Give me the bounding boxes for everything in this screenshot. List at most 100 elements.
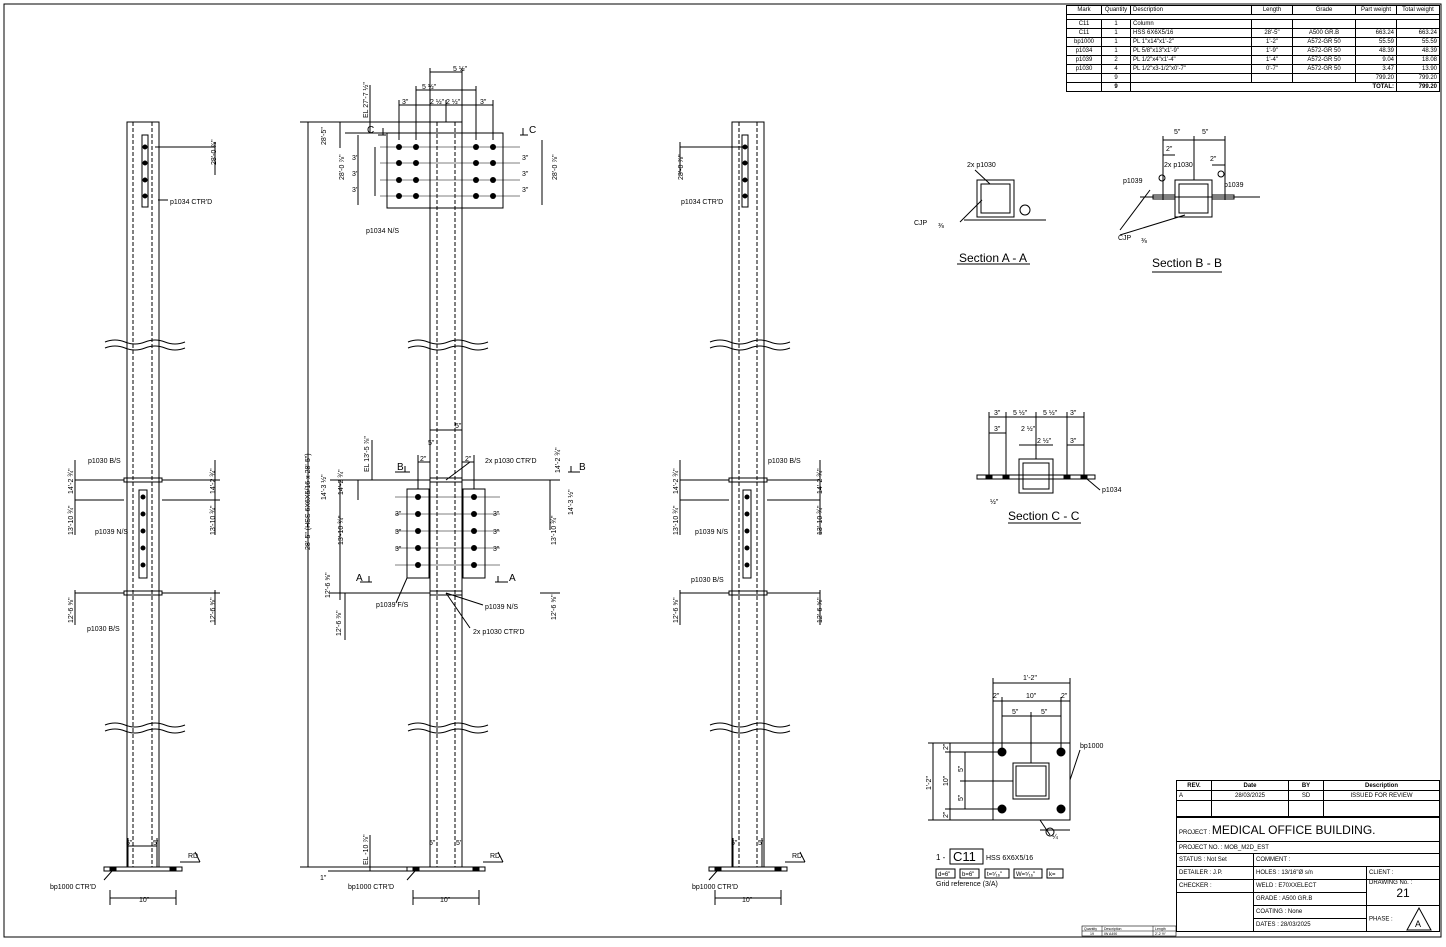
tb-date: 28/03/2025 <box>1211 790 1289 801</box>
tb-project-label: PROJECT : <box>1179 829 1211 836</box>
bom-cell: 3.47 <box>1355 64 1397 74</box>
bom-cell <box>1355 19 1397 29</box>
elev3-dim-12b: 12'-6 ⅝" <box>817 597 824 623</box>
section-c-labels: 3" 5 ½" 5 ½" 3" 3" 2 ½" 2 ½" 3" ½" p1034… <box>990 409 1122 523</box>
tb-desc: ISSUED FOR REVIEW <box>1323 790 1440 801</box>
tb-checker: CHECKER : <box>1176 879 1254 893</box>
secA-cjp: CJP <box>914 220 928 227</box>
base-v2b: 2" <box>943 811 950 818</box>
elev2-dim-13a: 13'-10 ¾" <box>338 515 345 545</box>
tb-drawing-label: DRAWING No. : <box>1369 880 1413 886</box>
title-block: REV. Date BY Description A 28/03/2025 SD… <box>1176 780 1440 936</box>
base-v12: 1'-2" <box>926 776 933 790</box>
elev2-c-left: C <box>367 125 374 136</box>
elev1-base: bp1000 CTR'D <box>50 884 96 891</box>
base-d5a: 5" <box>1012 709 1019 716</box>
tiny-h2: Description <box>1104 927 1122 931</box>
base-plate-labels: 1'-2" 2" 10" 2" 5" 5" 1'-2" 2" 5" 10" 5"… <box>926 675 1103 841</box>
secC-d3b: 3" <box>1070 410 1077 417</box>
bom-cell: 13.90 <box>1396 64 1440 74</box>
bom-cell: 9 <box>1101 73 1131 83</box>
elev2-el-top: EL 27'-7 ½" <box>362 82 370 118</box>
elev2-v3f: 3" <box>522 187 529 194</box>
tb-client: CLIENT : <box>1366 866 1440 880</box>
secB-title: Section B - B <box>1152 256 1222 270</box>
elev3-rd: RD <box>792 853 802 860</box>
tb-comment: COMMENT : <box>1253 853 1440 867</box>
secB-d5b: 5" <box>1202 129 1209 136</box>
bom-cell: A572-GR 50 <box>1292 46 1356 56</box>
tb-coating: COATING : None <box>1253 905 1367 919</box>
elev2-w5c: 5" <box>429 840 436 847</box>
bom-h-length: Length <box>1251 5 1293 15</box>
tiny-r1: 19 <box>1090 932 1094 936</box>
secB-d2a: 2" <box>1166 146 1173 153</box>
bom-cell: 2 <box>1101 55 1131 65</box>
elev2-v3d: 3" <box>522 155 529 162</box>
secB-d2b: 2" <box>1210 156 1217 163</box>
elev3-p1039: p1039 N/S <box>695 529 728 536</box>
elev2-3-r1: 3" <box>493 511 500 518</box>
elevation-3-labels: 28'-0 ⅞" p1034 CTR'D p1030 B/S 14'-2 ¾" … <box>673 154 824 904</box>
elev2-p1039-fs: p1039 F/S <box>376 602 409 609</box>
secC-d3d: 3" <box>1070 438 1077 445</box>
secB-cjp: CJP <box>1118 235 1132 242</box>
secC-d5b: 5 ½" <box>1043 409 1058 417</box>
bom-h-mark: Mark <box>1066 5 1102 15</box>
mark-grid: Grid reference (3/A) <box>936 881 998 888</box>
elev2-dim-12b: 12'-6 ⅜" <box>336 610 343 636</box>
secC-callout: p1034 <box>1102 487 1122 494</box>
base-d2a: 2" <box>993 693 1000 700</box>
elev2-a-left: A <box>356 573 363 584</box>
elev2-dim-14a: 14'-2 ¾" <box>338 469 345 495</box>
elev2-w2b: 2" <box>465 456 472 463</box>
section-b-labels: 5" 5" 2" 2" 2x p1030 p1039 p1039 CJP ⅜ S… <box>1118 129 1244 270</box>
tb-projno-label: PROJECT NO. : <box>1179 844 1223 851</box>
elev2-rd: RD <box>490 853 500 860</box>
bom-cell: 55.59 <box>1355 37 1397 47</box>
tb-rev: A <box>1176 790 1212 801</box>
tb-dates: DATES : 28/03/2025 <box>1253 918 1367 932</box>
elev1-dim-12b: 12'-6 ⅝" <box>210 597 217 623</box>
secC-d2b: 2 ½" <box>1037 437 1052 445</box>
elev2-s5: 5 ½" <box>422 83 437 91</box>
elev2-v3e: 3" <box>522 171 529 178</box>
elev2-p1030-bot: 2x p1030 CTR'D <box>473 629 525 636</box>
elev3-dim-13b: 13'-10 ¾" <box>817 505 824 535</box>
base-d5b: 5" <box>1041 709 1048 716</box>
bom-total-label: TOTAL: <box>1130 82 1397 92</box>
elev1-w5a: 5" <box>126 840 133 847</box>
elev2-c-right: C <box>529 125 536 136</box>
elev2-v3c: 3" <box>352 187 359 194</box>
elev2-3-r2: 3" <box>493 529 500 536</box>
secA-weld: ⅜ <box>938 223 944 230</box>
base-d12: 1'-2" <box>1023 675 1037 682</box>
bom-header-row: Mark Quantity Description Length Grade P… <box>1066 5 1440 15</box>
elev3-top-dim: 28'-0 ⅞" <box>678 154 685 180</box>
elev2-3-l2: 3" <box>395 529 402 536</box>
svg-text:A: A <box>1415 919 1421 929</box>
bom-cell <box>1292 19 1356 29</box>
elev2-dim-12c: 12'-6 ⅝" <box>551 594 558 620</box>
elev1-dim-12a: 12'-6 ⅝" <box>68 597 75 623</box>
tb-rev-h: REV. <box>1176 780 1212 791</box>
secC-d3c: 3" <box>994 426 1001 433</box>
mark-id: C11 <box>953 849 976 864</box>
bom-cell: 1 <box>1101 19 1131 29</box>
bom-cell: Column <box>1130 19 1252 29</box>
mark-b3: t=⁵⁄₁₆" <box>987 871 1002 878</box>
bom-cell: 1'-9" <box>1251 46 1293 56</box>
tiny-h3: Length <box>1155 927 1166 931</box>
secC-d2a: 2 ½" <box>1021 425 1036 433</box>
section-c <box>976 412 1101 524</box>
elev1-dim-14a: 14'-2 ¾" <box>68 468 75 494</box>
bom-cell: PL 1/2"x3-1/2"x0'-7" <box>1130 64 1252 74</box>
base-plate-detail <box>928 678 1081 837</box>
base-v10: 10" <box>943 775 950 786</box>
elev3-base: bp1000 CTR'D <box>692 884 738 891</box>
section-a-labels: 2x p1030 CJP ⅜ Section A - A <box>914 162 1027 265</box>
elev3-dim-12a: 12'-6 ⅝" <box>673 597 680 623</box>
